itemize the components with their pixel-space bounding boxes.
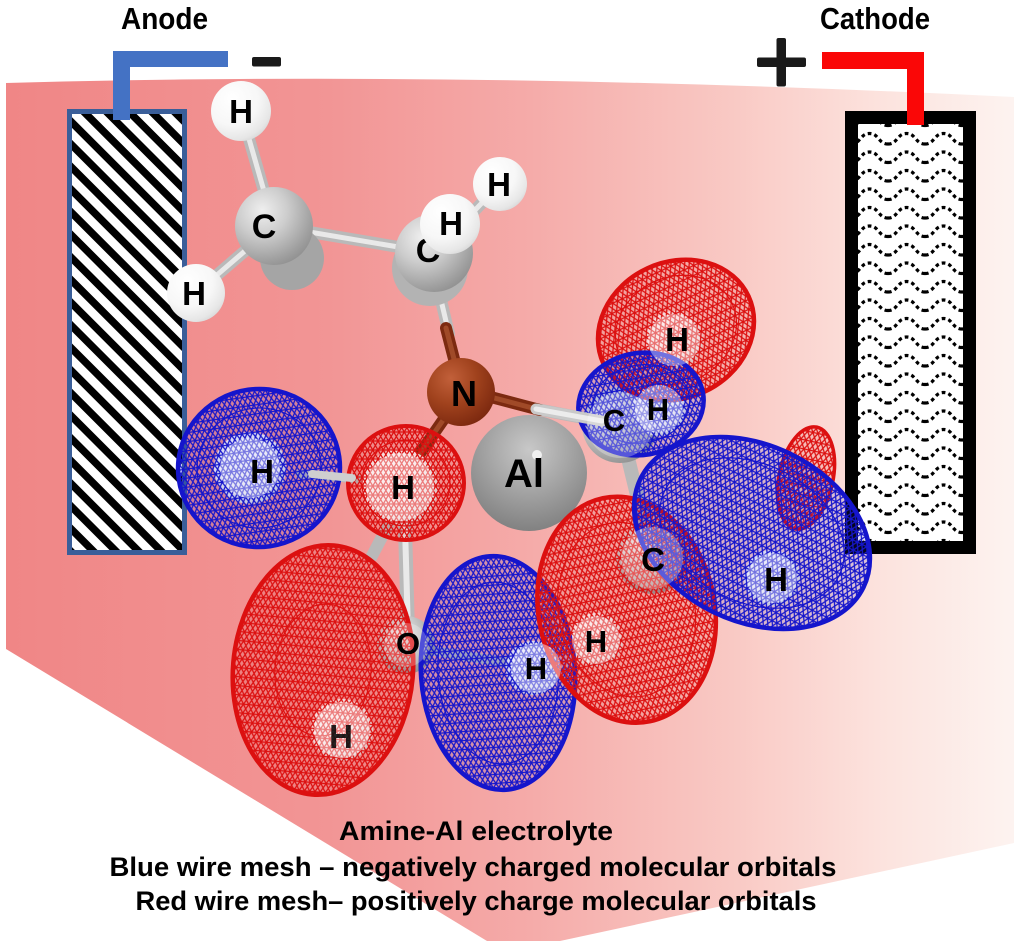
svg-text:C: C: [641, 541, 665, 578]
svg-text:H: H: [439, 205, 463, 242]
svg-text:H: H: [487, 166, 511, 203]
svg-text:C: C: [252, 208, 277, 246]
svg-text:Anode: Anode: [121, 1, 208, 36]
svg-text:H: H: [182, 275, 206, 312]
svg-text:H: H: [647, 392, 669, 427]
svg-text:N: N: [451, 373, 477, 414]
svg-text:H: H: [229, 93, 253, 130]
svg-text:C: C: [603, 403, 625, 438]
svg-text:O: O: [396, 626, 420, 661]
svg-text:Cathode: Cathode: [820, 1, 930, 36]
svg-text:Blue wire mesh – negatively ch: Blue wire mesh – negatively charged mole…: [110, 852, 837, 882]
svg-text:H: H: [250, 453, 274, 490]
svg-text:H: H: [764, 561, 788, 598]
svg-text:H: H: [665, 321, 689, 358]
svg-text:Amine-Al electrolyte: Amine-Al electrolyte: [339, 816, 613, 846]
svg-text:Red wire mesh– positively cha: Red wire mesh– positively charge molecul…: [136, 886, 817, 916]
svg-text:H: H: [525, 651, 547, 686]
svg-text:H: H: [585, 624, 607, 659]
svg-text:H: H: [329, 718, 353, 755]
svg-text:Al: Al: [504, 452, 544, 496]
svg-text:H: H: [391, 469, 415, 506]
